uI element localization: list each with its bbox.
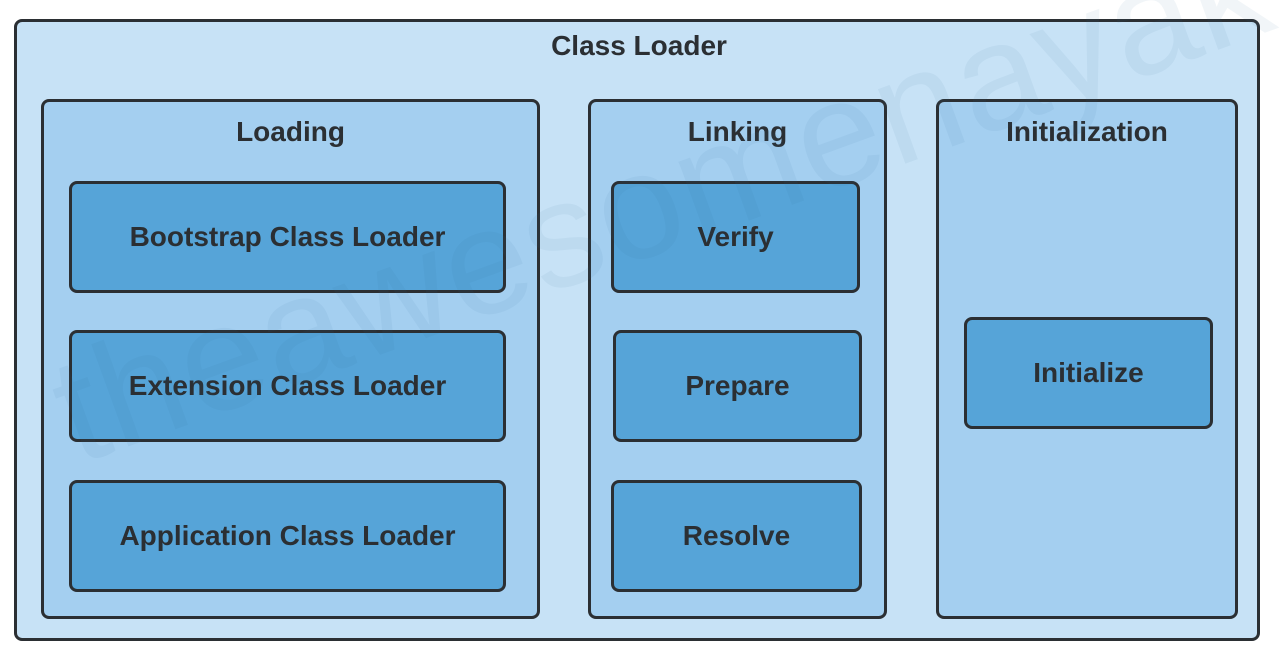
initialization-stage-title: Initialization xyxy=(1006,116,1168,147)
verify-box: Verify xyxy=(611,181,860,293)
class-loader-title: Class Loader xyxy=(551,30,727,61)
application-class-loader-box: Application Class Loader xyxy=(69,480,506,592)
linking-stage-title: Linking xyxy=(687,116,788,147)
extension-class-loader-box: Extension Class Loader xyxy=(69,330,506,442)
resolve-box: Resolve xyxy=(611,480,862,592)
loading-stage-title: Loading xyxy=(236,116,345,147)
bootstrap-class-loader-box: Bootstrap Class Loader xyxy=(69,181,506,293)
initialize-box: Initialize xyxy=(964,317,1213,429)
prepare-box: Prepare xyxy=(613,330,862,442)
